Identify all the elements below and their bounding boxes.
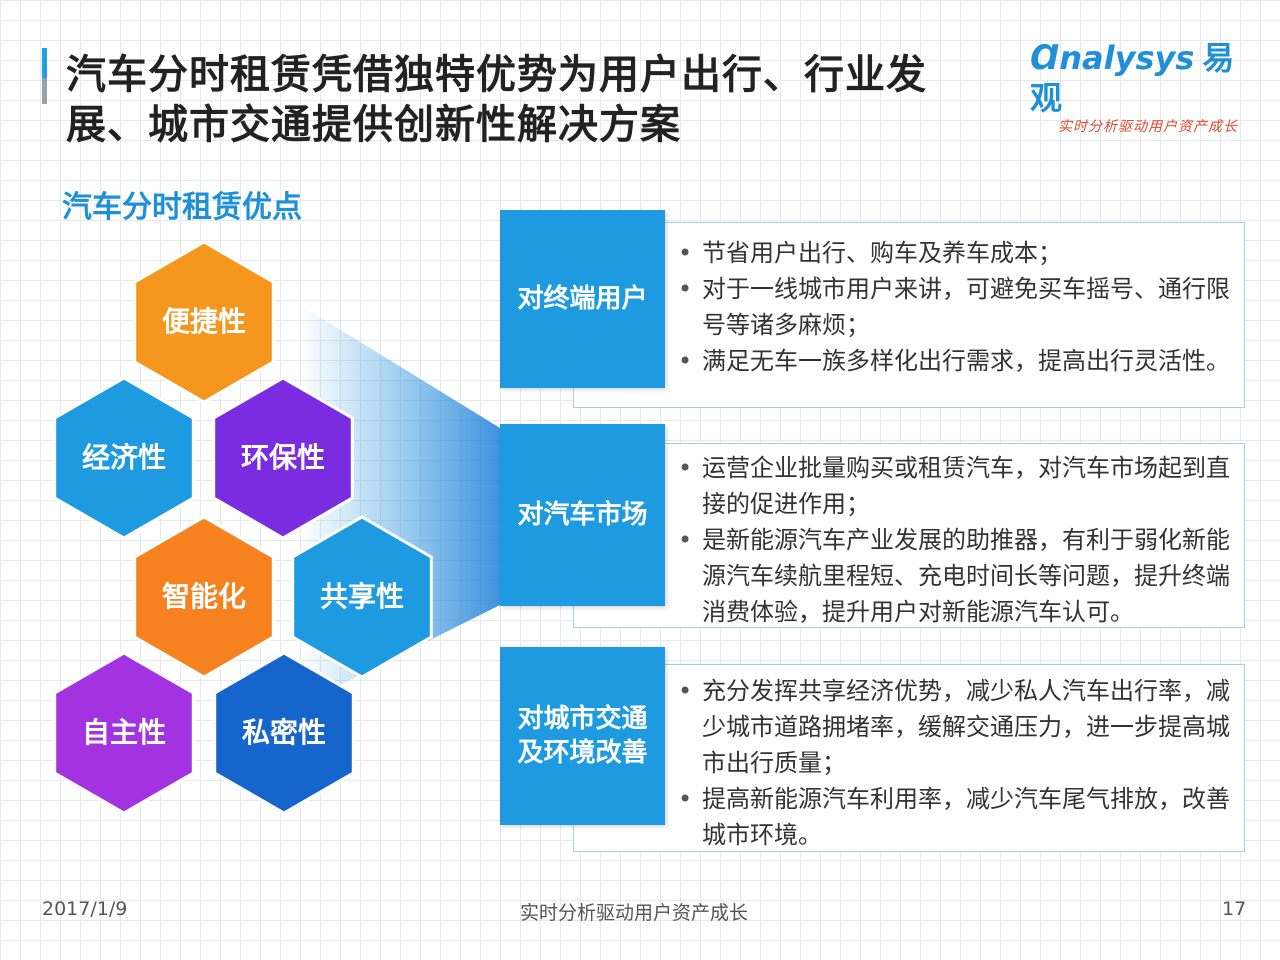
bullet-item: 运营企业批量购买或租赁汽车，对汽车市场起到直接的促进作用； bbox=[674, 450, 1230, 522]
logo-tagline: 实时分析驱动用户资产成长 bbox=[1058, 119, 1238, 135]
hexagon-4 bbox=[291, 515, 433, 679]
hexagon-3 bbox=[133, 515, 275, 679]
row-box-1: 运营企业批量购买或租赁汽车，对汽车市场起到直接的促进作用；是新能源汽车产业发展的… bbox=[573, 443, 1245, 628]
bullet-item: 是新能源汽车产业发展的助推器，有利于弱化新能源汽车续航里程短、充电时间长等问题，… bbox=[674, 522, 1230, 630]
hexagon-label: 经济性 bbox=[81, 441, 166, 474]
logo-text: nalysys bbox=[1059, 39, 1195, 77]
hexagon-label: 环保性 bbox=[240, 441, 325, 474]
hexagon-0 bbox=[133, 240, 275, 404]
hexagon-label: 共享性 bbox=[319, 580, 404, 613]
hexagon-2 bbox=[212, 376, 354, 540]
page-title: 汽车分时租赁凭借独特优势为用户出行、行业发展、城市交通提供创新性解决方案 bbox=[66, 52, 927, 148]
logo-cn: 易观 bbox=[1030, 39, 1235, 117]
hexagon-6 bbox=[213, 651, 355, 815]
row-heading-1: 对汽车市场 bbox=[500, 424, 665, 606]
bullet-item: 充分发挥共享经济优势，减少私人汽车出行率，减少城市道路拥堵率，缓解交通压力，进一… bbox=[674, 673, 1230, 781]
hexagon-5 bbox=[53, 651, 195, 815]
row-heading-2: 对城市交通及环境改善 bbox=[500, 647, 665, 825]
page-number: 17 bbox=[1222, 898, 1247, 920]
row-heading-0: 对终端用户 bbox=[500, 210, 665, 388]
row-box-0: 节省用户出行、购车及养车成本；对于一线城市用户来讲，可避免买车摇号、通行限号等诸… bbox=[573, 222, 1245, 408]
row-heading-label: 对终端用户 bbox=[517, 284, 648, 314]
hexagon-label: 便捷性 bbox=[161, 305, 246, 338]
hexagon-1 bbox=[53, 376, 195, 540]
hexagon-label: 自主性 bbox=[81, 716, 166, 749]
section-subtitle: 汽车分时租赁优点 bbox=[62, 190, 302, 225]
bullet-item: 对于一线城市用户来讲，可避免买车摇号、通行限号等诸多麻烦； bbox=[674, 271, 1230, 343]
row-heading-label: 对城市交通及环境改善 bbox=[517, 704, 648, 768]
bullet-list: 充分发挥共享经济优势，减少私人汽车出行率，减少城市道路拥堵率，缓解交通压力，进一… bbox=[674, 673, 1230, 853]
bullet-item: 节省用户出行、购车及养车成本； bbox=[674, 235, 1230, 271]
bullet-item: 提高新能源汽车利用率，减少汽车尾气排放，改善城市环境。 bbox=[674, 781, 1230, 853]
footer-date: 2017/1/9 bbox=[42, 898, 128, 920]
row-box-2: 充分发挥共享经济优势，减少私人汽车出行率，减少城市道路拥堵率，缓解交通压力，进一… bbox=[573, 664, 1245, 852]
hexagon-label: 私密性 bbox=[241, 716, 326, 749]
title-accent-bar-grey bbox=[42, 78, 47, 104]
bullet-list: 运营企业批量购买或租赁汽车，对汽车市场起到直接的促进作用；是新能源汽车产业发展的… bbox=[674, 450, 1230, 630]
bullet-list: 节省用户出行、购车及养车成本；对于一线城市用户来讲，可避免买车摇号、通行限号等诸… bbox=[674, 235, 1230, 379]
hexagon-label: 智能化 bbox=[161, 580, 246, 613]
bullet-item: 满足无车一族多样化出行需求，提高出行灵活性。 bbox=[674, 343, 1230, 379]
title-accent-bar bbox=[42, 48, 47, 104]
row-heading-label: 对汽车市场 bbox=[517, 500, 648, 530]
footer-tagline: 实时分析驱动用户资产成长 bbox=[520, 902, 749, 924]
